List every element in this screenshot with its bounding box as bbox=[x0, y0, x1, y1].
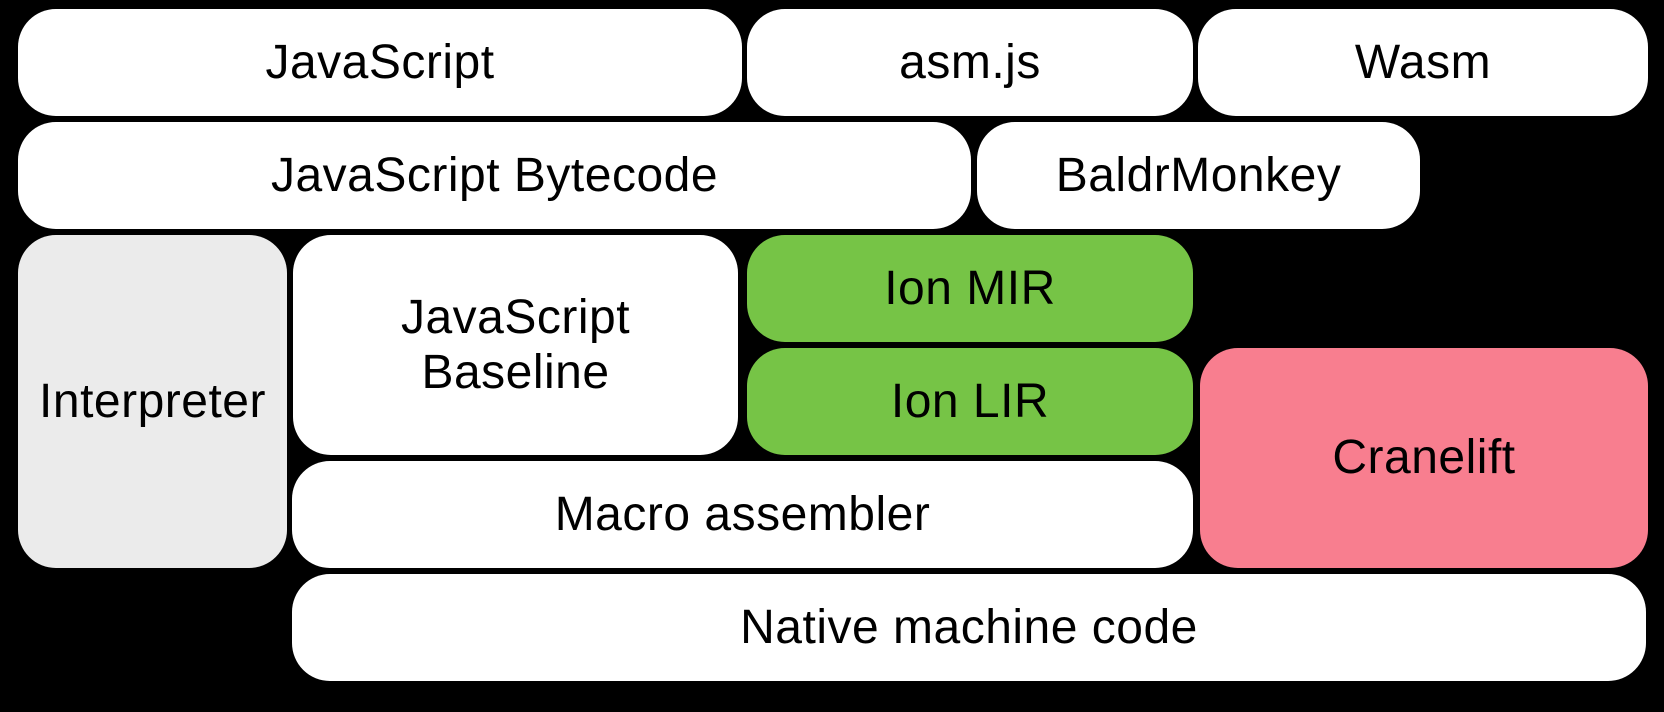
box-javascript-bytecode: JavaScript Bytecode bbox=[18, 122, 971, 229]
box-baldrmonkey: BaldrMonkey bbox=[977, 122, 1420, 229]
box-ion-mir: Ion MIR bbox=[747, 235, 1193, 342]
box-javascript-label: JavaScript bbox=[265, 35, 495, 89]
box-baldrmonkey-label: BaldrMonkey bbox=[1055, 148, 1342, 202]
box-ion-mir-label: Ion MIR bbox=[884, 261, 1056, 315]
box-interpreter-label: Interpreter bbox=[39, 374, 266, 428]
box-macro-assembler: Macro assembler bbox=[292, 461, 1193, 568]
box-javascript-baseline: JavaScript Baseline bbox=[293, 235, 738, 455]
box-wasm: Wasm bbox=[1198, 9, 1648, 116]
box-javascript-bytecode-label: JavaScript Bytecode bbox=[270, 148, 719, 202]
box-native-machine-code: Native machine code bbox=[292, 574, 1646, 681]
box-ion-lir-label: Ion LIR bbox=[890, 374, 1050, 428]
box-ion-lir: Ion LIR bbox=[747, 348, 1193, 455]
box-asmjs: asm.js bbox=[747, 9, 1193, 116]
box-cranelift: Cranelift bbox=[1200, 348, 1648, 568]
box-javascript: JavaScript bbox=[18, 9, 742, 116]
box-wasm-label: Wasm bbox=[1354, 35, 1492, 89]
box-macro-assembler-label: Macro assembler bbox=[554, 487, 931, 541]
box-javascript-baseline-label: JavaScript Baseline bbox=[400, 290, 631, 399]
box-interpreter: Interpreter bbox=[18, 235, 287, 568]
box-native-machine-code-label: Native machine code bbox=[740, 600, 1198, 654]
box-asmjs-label: asm.js bbox=[899, 35, 1041, 89]
box-cranelift-label: Cranelift bbox=[1332, 431, 1516, 485]
